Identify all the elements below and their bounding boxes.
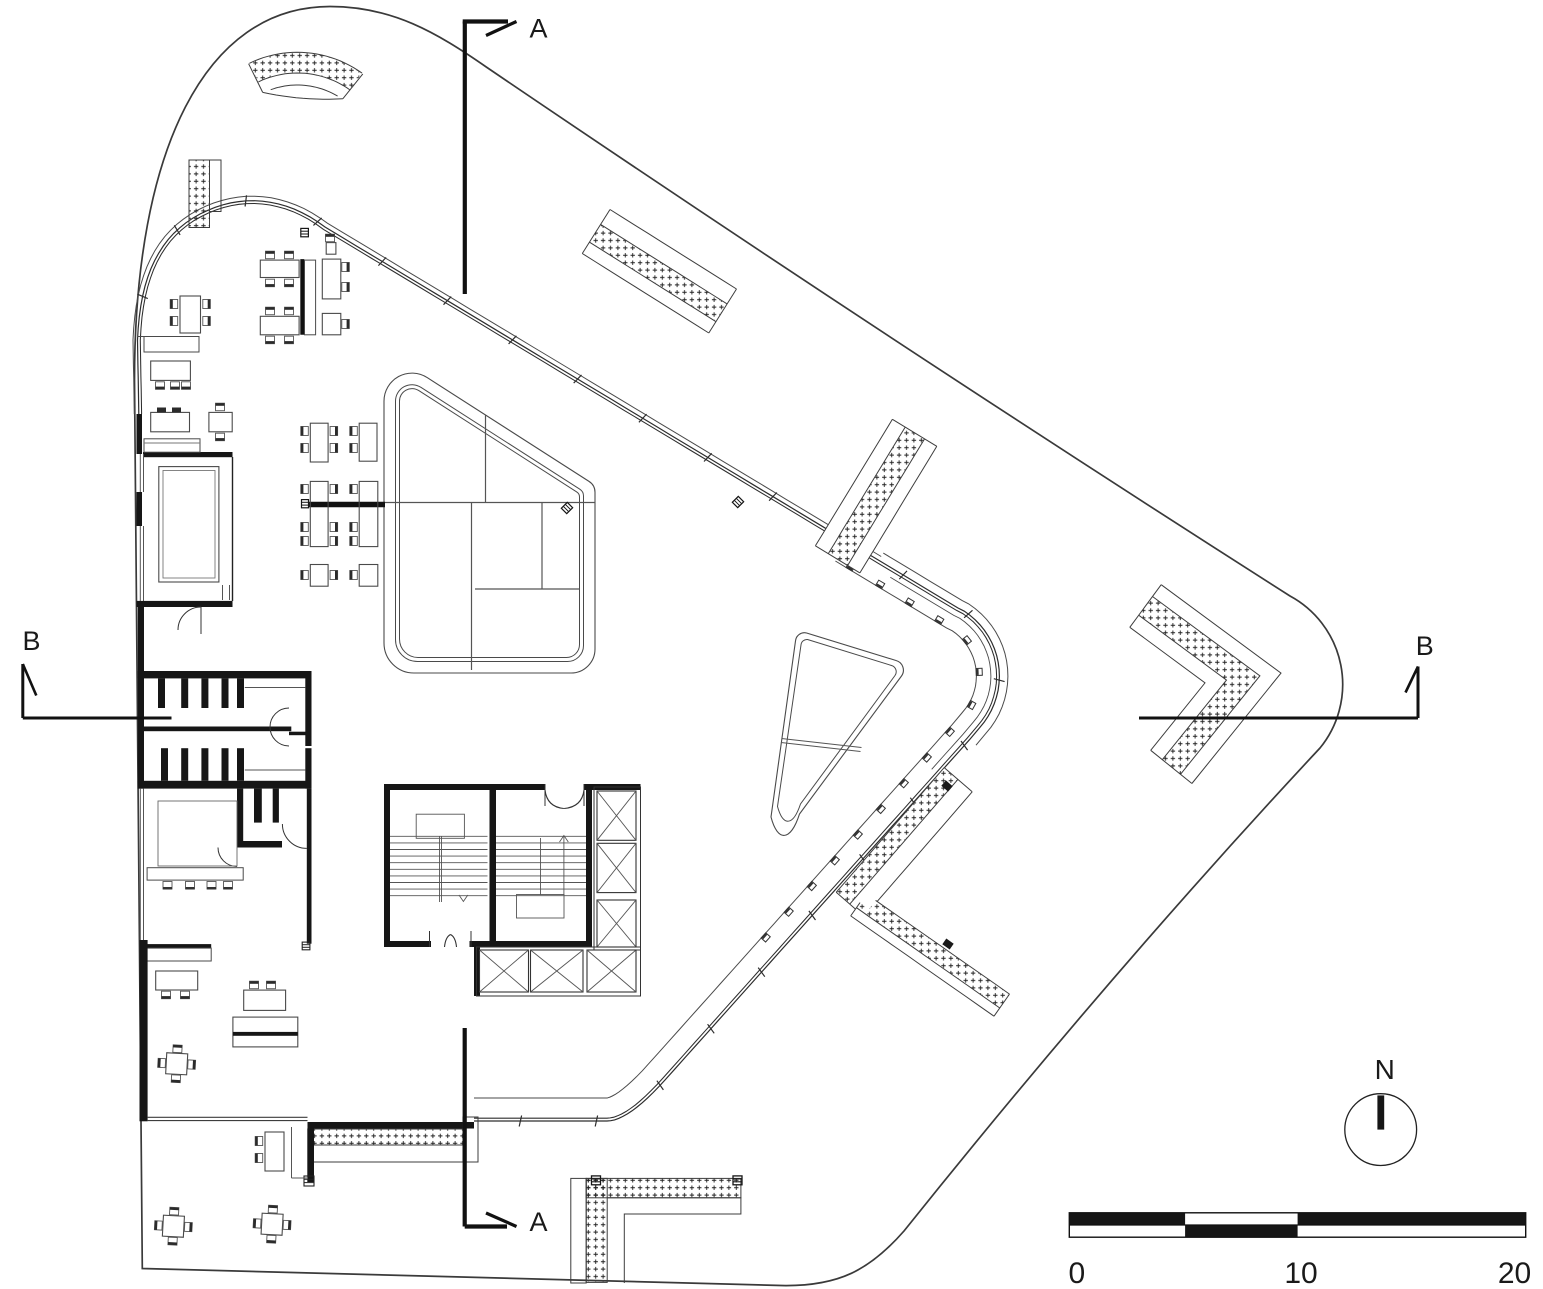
svg-text:N: N: [1375, 1054, 1395, 1085]
svg-text:0: 0: [1069, 1257, 1086, 1289]
svg-text:B: B: [1416, 631, 1434, 661]
svg-text:B: B: [22, 626, 40, 656]
svg-text:A: A: [529, 1207, 547, 1237]
svg-text:20: 20: [1498, 1257, 1531, 1289]
svg-text:10: 10: [1284, 1257, 1317, 1289]
svg-text:A: A: [529, 14, 547, 44]
